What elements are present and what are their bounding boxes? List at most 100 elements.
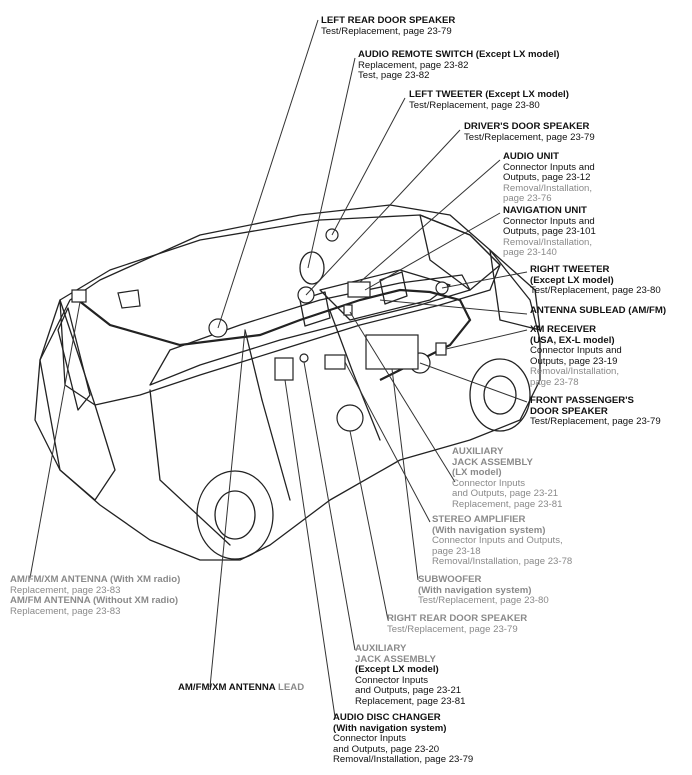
label-title: (Except LX model): [355, 664, 439, 676]
audio-unit-box: [347, 281, 371, 298]
label-line: and Outputs, page 23-21: [355, 685, 462, 697]
label-line-gray: page 23-18: [432, 545, 481, 557]
label-title: (Except LX model): [530, 274, 614, 286]
label-line-gray: Removal/Installation, page 23-78: [432, 556, 573, 568]
leader-navigation-unit: [364, 212, 501, 291]
label-line: Test/Replacement, page 23-79: [464, 131, 595, 143]
label-line: Connector Inputs: [333, 733, 407, 745]
leader-audio-disc-changer: [284, 379, 336, 718]
label-title: XM RECEIVER: [530, 324, 597, 335]
label-line: Connector Inputs: [355, 674, 429, 686]
callout-xm-receiver: XM RECEIVER (USA, EX-L model) Connector …: [530, 324, 622, 389]
aux-jack-box: [343, 304, 353, 316]
label-line-gray: Replacement, page 23-81: [452, 498, 563, 510]
label-line: and Outputs, page 23-20: [333, 743, 440, 755]
label-line: Test/Replacement, page 23-80: [530, 285, 661, 297]
label-title: (LX model): [452, 467, 502, 479]
label-title: RIGHT REAR DOOR SPEAKER: [387, 613, 528, 624]
side-windows: [149, 274, 471, 386]
label-title: AM/FM/XM ANTENNA (With XM radio): [10, 574, 181, 585]
door-seams: [149, 369, 381, 546]
label-suffix: LEAD: [275, 682, 305, 693]
label-title: JACK ASSEMBLY: [355, 653, 436, 665]
callout-drivers-door-speaker: DRIVER'S DOOR SPEAKER Test/Replacement, …: [464, 121, 595, 143]
label-line-gray: Replacement, page 23-83: [10, 584, 121, 596]
label-line-gray: Removal/Installation,: [503, 182, 593, 194]
callout-aux-jack-lx: AUXILIARY JACK ASSEMBLY (LX model) Conne…: [452, 446, 563, 511]
label-line: Outputs, page 23-101: [503, 226, 596, 238]
rear-wheel-hub: [214, 490, 256, 540]
callout-audio-disc-changer: AUDIO DISC CHANGER (With navigation syst…: [333, 712, 473, 766]
callout-front-passenger-door-speaker: FRONT PASSENGER'S DOOR SPEAKER Test/Repl…: [530, 395, 661, 428]
right-rear-speaker: [336, 404, 364, 432]
label-title: (With navigation system): [418, 584, 532, 596]
label-line: Replacement, page 23-82: [358, 59, 469, 71]
label-title: AUDIO DISC CHANGER: [333, 712, 441, 723]
label-line: Outputs, page 23-12: [503, 172, 591, 184]
rear-window: [57, 307, 91, 411]
leader-right-rear-door-speaker: [349, 430, 389, 621]
leader-antenna-lead: [209, 329, 246, 688]
callout-antenna-lead: AM/FM/XM ANTENNA LEAD: [178, 682, 305, 694]
label-title: AUDIO REMOTE SWITCH (Except LX model): [358, 49, 560, 60]
callout-audio-remote-switch: AUDIO REMOTE SWITCH (Except LX model) Re…: [358, 49, 560, 82]
car-body-outline: [34, 204, 541, 561]
leader-audio-unit: [359, 159, 501, 283]
leader-aux-jack-except-lx: [303, 361, 356, 651]
label-title: RIGHT TWEETER: [530, 264, 610, 275]
stereo-amplifier-box: [324, 354, 346, 370]
label-line-gray: Connector Inputs and Outputs,: [432, 535, 563, 547]
leader-subwoofer: [391, 368, 419, 581]
label-line-gray: page 23-78: [530, 376, 579, 388]
label-title: DRIVER'S DOOR SPEAKER: [464, 121, 590, 132]
label-line-gray: Test/Replacement, page 23-80: [418, 595, 549, 607]
label-title: JACK ASSEMBLY: [452, 456, 533, 468]
seat: [299, 291, 331, 327]
callout-left-rear-door-speaker: LEFT REAR DOOR SPEAKER Test/Replacement,…: [321, 15, 456, 37]
label-line-gray: Test/Replacement, page 23-79: [387, 623, 518, 635]
leader-aux-jack-lx: [349, 311, 456, 483]
audio-disc-changer-box: [274, 357, 294, 381]
leader-left-tweeter: [331, 97, 406, 236]
label-line-gray: Removal/Installation,: [530, 366, 620, 378]
label-line-gray: Connector Inputs: [452, 477, 526, 489]
leader-left-rear-door-speaker: [217, 19, 319, 329]
rear-wheel: [196, 470, 274, 560]
leader-audio-remote-switch: [307, 57, 356, 269]
b-pillar: [329, 310, 353, 371]
callout-aux-jack-except-lx: AUXILIARY JACK ASSEMBLY (Except LX model…: [355, 643, 466, 708]
label-title: LEFT REAR DOOR SPEAKER: [321, 15, 456, 26]
label-line: Replacement, page 23-81: [355, 695, 466, 707]
label-line-gray: and Outputs, page 23-21: [452, 488, 559, 500]
callout-antenna-sublead: ANTENNA SUBLEAD (AM/FM): [530, 305, 667, 317]
windshield: [419, 214, 501, 291]
label-title: NAVIGATION UNIT: [503, 205, 587, 216]
label-title: STEREO AMPLIFIER: [432, 514, 526, 525]
label-line: Test, page 23-82: [358, 70, 430, 82]
leader-drivers-door-speaker: [305, 129, 461, 296]
label-line-gray: Replacement, page 23-83: [10, 605, 121, 617]
callout-subwoofer: SUBWOOFER (With navigation system) Test/…: [418, 574, 549, 607]
label-title: AM/FM/XM ANTENNA: [178, 682, 276, 693]
label-title: (With navigation system): [333, 722, 447, 734]
label-line-gray: page 23-76: [503, 193, 552, 205]
leader-right-tweeter: [441, 271, 528, 289]
antenna-unit: [71, 289, 87, 303]
label-title: DOOR SPEAKER: [530, 405, 608, 417]
label-line: Connector Inputs and: [530, 345, 622, 357]
callout-right-tweeter: RIGHT TWEETER (Except LX model) Test/Rep…: [530, 264, 661, 297]
label-title: AM/FM ANTENNA (Without XM radio): [10, 595, 179, 607]
leader-front-passenger-speaker: [419, 362, 528, 403]
label-title: ANTENNA SUBLEAD (AM/FM): [530, 305, 667, 316]
label-line: Test/Replacement, page 23-80: [409, 99, 540, 111]
label-line-gray: Removal/Installation,: [503, 236, 593, 248]
label-title: (With navigation system): [432, 524, 546, 536]
label-line: Test/Replacement, page 23-79: [530, 416, 661, 428]
leader-antenna-with-xm: [29, 301, 81, 579]
xm-receiver-box: [435, 342, 447, 356]
label-line-gray: page 23-140: [503, 247, 557, 259]
callout-right-rear-door-speaker: RIGHT REAR DOOR SPEAKER Test/Replacement…: [387, 613, 528, 635]
c-pillar: [244, 329, 263, 401]
front-wheel-hub: [483, 375, 517, 415]
